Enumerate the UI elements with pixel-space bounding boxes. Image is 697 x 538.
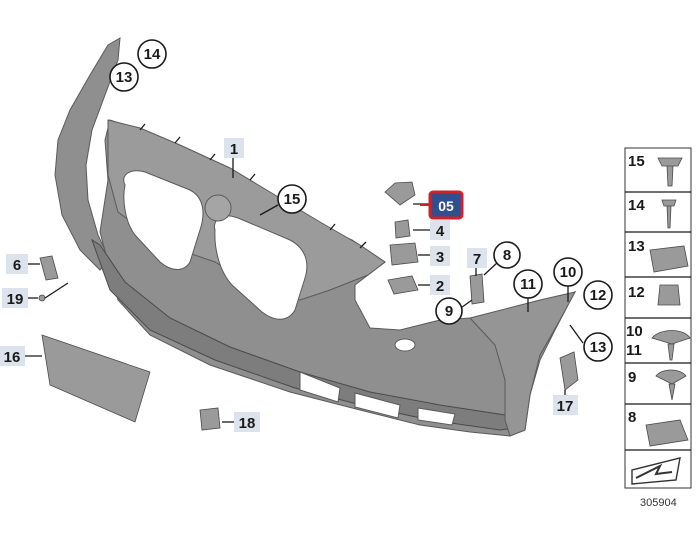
callout-2[interactable]: 2: [430, 275, 450, 295]
callout-19[interactable]: 19: [2, 288, 28, 308]
svg-text:2: 2: [436, 278, 444, 295]
svg-text:14: 14: [144, 46, 161, 63]
svg-text:05: 05: [438, 198, 454, 214]
svg-text:19: 19: [7, 291, 24, 308]
callout-15[interactable]: 15: [277, 184, 307, 214]
svg-text:6: 6: [13, 257, 21, 274]
bracket-part-17: [559, 351, 579, 391]
callout-6[interactable]: 6: [6, 254, 28, 274]
nozzle-part-2: [387, 275, 419, 295]
callout-7[interactable]: 7: [467, 248, 487, 268]
svg-text:9: 9: [445, 303, 453, 320]
callout-18[interactable]: 18: [234, 412, 260, 432]
bracket-part-18: [199, 407, 221, 431]
panel-row-14[interactable]: 14: [628, 197, 677, 229]
push-rivet-icon: [657, 157, 683, 187]
leader-lines: [25, 158, 584, 423]
callout-1[interactable]: 1: [224, 138, 244, 158]
svg-text:12: 12: [628, 284, 645, 301]
callout-17[interactable]: 17: [553, 395, 578, 415]
svg-text:11: 11: [626, 342, 642, 359]
bracket-part-7: [469, 273, 485, 305]
svg-text:10: 10: [560, 264, 577, 281]
svg-text:1: 1: [230, 141, 238, 158]
highlight-callout-05[interactable]: 05: [420, 190, 464, 220]
panel-row-8[interactable]: 8: [628, 409, 689, 447]
callout-3[interactable]: 3: [430, 246, 450, 266]
parts-panel: 15 14 13 12 10 11 9 8: [624, 147, 692, 489]
screw-part-19: [38, 294, 46, 302]
diagram-number: 305904: [640, 497, 677, 509]
callout-10[interactable]: 10: [553, 257, 583, 287]
bumper-cover: [54, 37, 577, 437]
svg-text:8: 8: [628, 409, 636, 426]
svg-text:4: 4: [436, 223, 445, 240]
callout-13-right[interactable]: 13: [583, 332, 613, 362]
svg-text:7: 7: [473, 251, 481, 268]
callout-13-top[interactable]: 13: [109, 62, 139, 92]
callout-4[interactable]: 4: [430, 220, 450, 240]
svg-text:13: 13: [628, 238, 645, 255]
plate-holder-part-16: [41, 334, 151, 423]
panel-row-9[interactable]: 9: [628, 369, 687, 401]
clip-icon: [645, 419, 689, 447]
panel-row-10-11[interactable]: 10 11: [626, 323, 691, 361]
arrow-icon: [631, 457, 681, 485]
callout-16[interactable]: 16: [0, 346, 25, 366]
svg-text:10: 10: [626, 323, 643, 340]
svg-text:3: 3: [436, 249, 444, 266]
svg-text:9: 9: [628, 369, 636, 386]
svg-text:8: 8: [503, 247, 511, 264]
svg-text:15: 15: [628, 153, 645, 170]
svg-text:18: 18: [239, 415, 256, 432]
svg-text:13: 13: [116, 69, 133, 86]
svg-text:11: 11: [520, 276, 536, 293]
clip-nut-icon: [649, 245, 689, 273]
svg-text:12: 12: [590, 287, 607, 304]
screw-icon-2: [655, 369, 687, 401]
callout-14[interactable]: 14: [137, 39, 167, 69]
svg-text:16: 16: [4, 349, 21, 366]
washer-cover-part: [384, 181, 416, 206]
svg-text:13: 13: [590, 339, 607, 356]
guide-part-6: [39, 255, 59, 281]
bracket-part-3: [389, 242, 419, 266]
clip-part-4: [394, 219, 411, 239]
svg-text:15: 15: [284, 191, 301, 208]
panel-row-13[interactable]: 13: [628, 238, 689, 273]
panel-row-12[interactable]: 12: [628, 284, 681, 306]
panel-row-15[interactable]: 15: [628, 153, 683, 187]
callout-12[interactable]: 12: [583, 280, 613, 310]
callout-8[interactable]: 8: [493, 241, 521, 269]
screw-icon: [661, 199, 677, 229]
rivet-icon: [651, 330, 691, 361]
callout-11[interactable]: 11: [513, 269, 543, 299]
svg-text:14: 14: [628, 197, 645, 214]
svg-text:17: 17: [557, 398, 574, 415]
expanding-nut-icon: [657, 284, 681, 306]
callout-9[interactable]: 9: [435, 297, 463, 325]
